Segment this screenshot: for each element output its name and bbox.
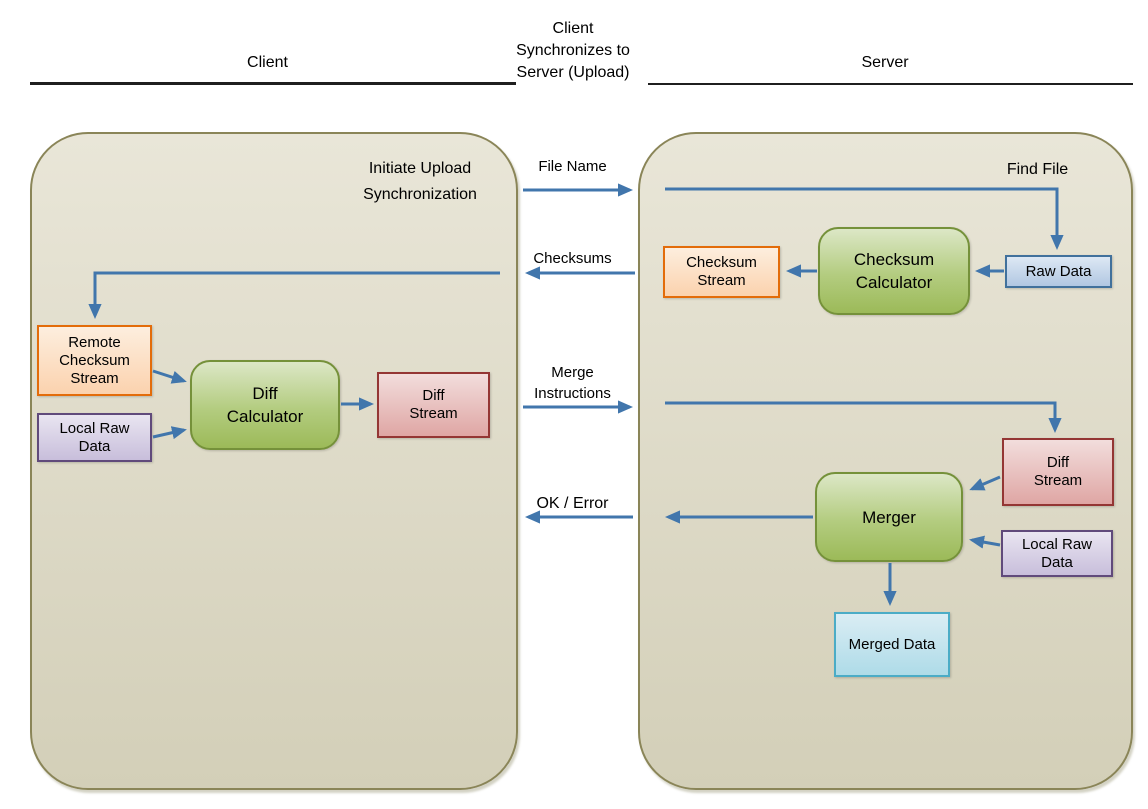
message-label-checksums: Checksums xyxy=(533,250,612,267)
lane-title-client: Client xyxy=(247,54,288,71)
node-remote-checksum-stream: Remote Checksum Stream xyxy=(37,325,152,396)
node-local-raw-data-server: Local Raw Data xyxy=(1001,530,1113,577)
header-underline-right xyxy=(648,83,1133,85)
node-raw-data: Raw Data xyxy=(1005,255,1112,288)
message-label-ok-error: OK / Error xyxy=(536,495,609,512)
server-panel-title: Find File xyxy=(1006,161,1069,178)
node-diff-calculator: Diff Calculator xyxy=(190,360,340,450)
message-label-merge-instructions: Merge Instructions xyxy=(534,364,611,402)
client-panel-title: Initiate Upload Synchronization xyxy=(363,160,477,203)
node-merged-data: Merged Data xyxy=(834,612,950,677)
lane-title-server: Server xyxy=(861,54,909,71)
node-diff-stream-client: Diff Stream xyxy=(377,372,490,438)
node-local-raw-data-client: Local Raw Data xyxy=(37,413,152,462)
header-underline-left xyxy=(30,82,516,85)
node-merger: Merger xyxy=(815,472,963,562)
node-diff-stream-server: Diff Stream xyxy=(1002,438,1114,506)
lane-title-sync-direction: Client Synchronizes to Server (Upload) xyxy=(516,20,630,81)
node-checksum-calculator: Checksum Calculator xyxy=(818,227,970,315)
message-label-file-name: File Name xyxy=(538,158,607,175)
node-checksum-stream: Checksum Stream xyxy=(663,246,780,298)
